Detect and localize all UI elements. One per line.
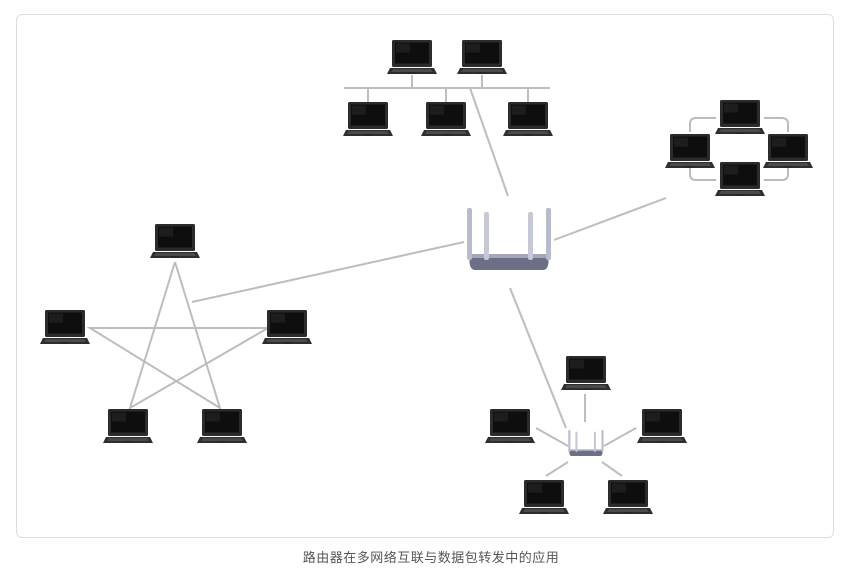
star-router-network (485, 356, 687, 514)
diagram-frame (16, 14, 834, 538)
laptop-icon (150, 224, 200, 258)
router-icon (467, 208, 551, 270)
laptop-icon (40, 310, 90, 344)
laptop-icon (103, 409, 153, 443)
laptop-icon (603, 480, 653, 514)
diagram-caption: 路由器在多网络互联与数据包转发中的应用 (302, 551, 560, 566)
laptop-icon (343, 102, 393, 136)
laptop-icon (262, 310, 312, 344)
laptop-icon (637, 409, 687, 443)
laptop-icon (197, 409, 247, 443)
laptop-icon (457, 40, 507, 74)
ring-network (665, 100, 813, 196)
laptop-icon (715, 100, 765, 134)
laptop-icon (561, 356, 611, 390)
connection-lines (86, 75, 789, 477)
laptop-icon (421, 102, 471, 136)
laptop-icon (519, 480, 569, 514)
laptop-icon (665, 134, 715, 168)
laptop-icon (485, 409, 535, 443)
star-mesh-network (40, 224, 312, 443)
laptop-icon (763, 134, 813, 168)
router-icon (568, 430, 604, 457)
laptop-icon (715, 162, 765, 196)
laptop-icon (503, 102, 553, 136)
laptop-icon (387, 40, 437, 74)
